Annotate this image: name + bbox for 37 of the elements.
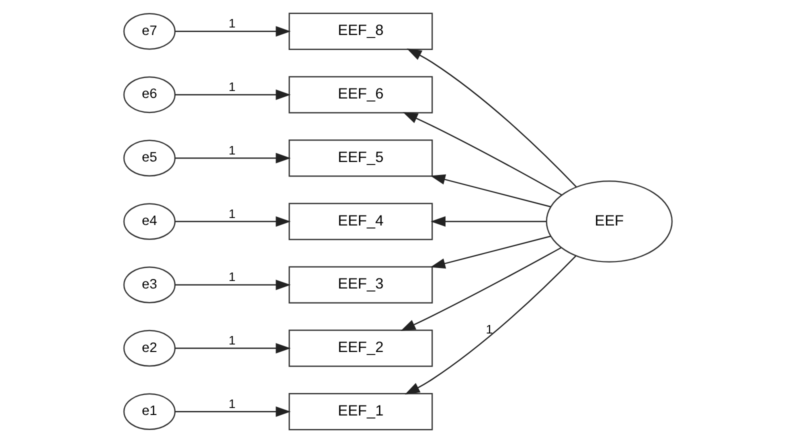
arrow (430, 216, 546, 227)
node-box: EEF_3 (288, 266, 432, 304)
arrow (174, 90, 290, 100)
node-ellipse: e4 (122, 203, 176, 240)
node-box: EEF_5 (288, 139, 432, 177)
node-box: EEF_1 (288, 393, 432, 430)
node-ellipse: e2 (122, 330, 176, 367)
arrow (174, 152, 290, 164)
edge-label: 1 (228, 270, 236, 284)
arrow (402, 112, 562, 196)
node-ellipse: e3 (122, 266, 176, 304)
edge-label: 1 (228, 396, 236, 411)
arrow (174, 216, 290, 227)
edge-label: 1 (228, 206, 236, 221)
arrow (400, 247, 561, 332)
edge-label: 1 (228, 16, 236, 31)
arrow (406, 48, 576, 188)
arrow (430, 174, 550, 208)
node-box: EEF_4 (288, 202, 432, 240)
node-ellipse: e5 (122, 140, 176, 176)
node-ellipse: EEF (545, 180, 672, 263)
edge-label: 1 (228, 334, 236, 348)
arrow (404, 255, 576, 394)
node-ellipse: e1 (122, 393, 176, 430)
node-ellipse: e6 (122, 76, 176, 114)
node-box: EEF_8 (288, 12, 432, 50)
arrow (174, 26, 290, 37)
node-box: EEF_6 (288, 76, 432, 114)
node-ellipse: e7 (122, 12, 176, 50)
edge-label: 1 (228, 80, 236, 94)
node-box: EEF_2 (288, 330, 432, 367)
arrow (174, 280, 290, 290)
arrow (174, 406, 290, 417)
edge-label: 1 (485, 322, 492, 336)
arrow (174, 343, 290, 354)
edge-label: 1 (228, 143, 236, 158)
arrow (430, 236, 550, 269)
